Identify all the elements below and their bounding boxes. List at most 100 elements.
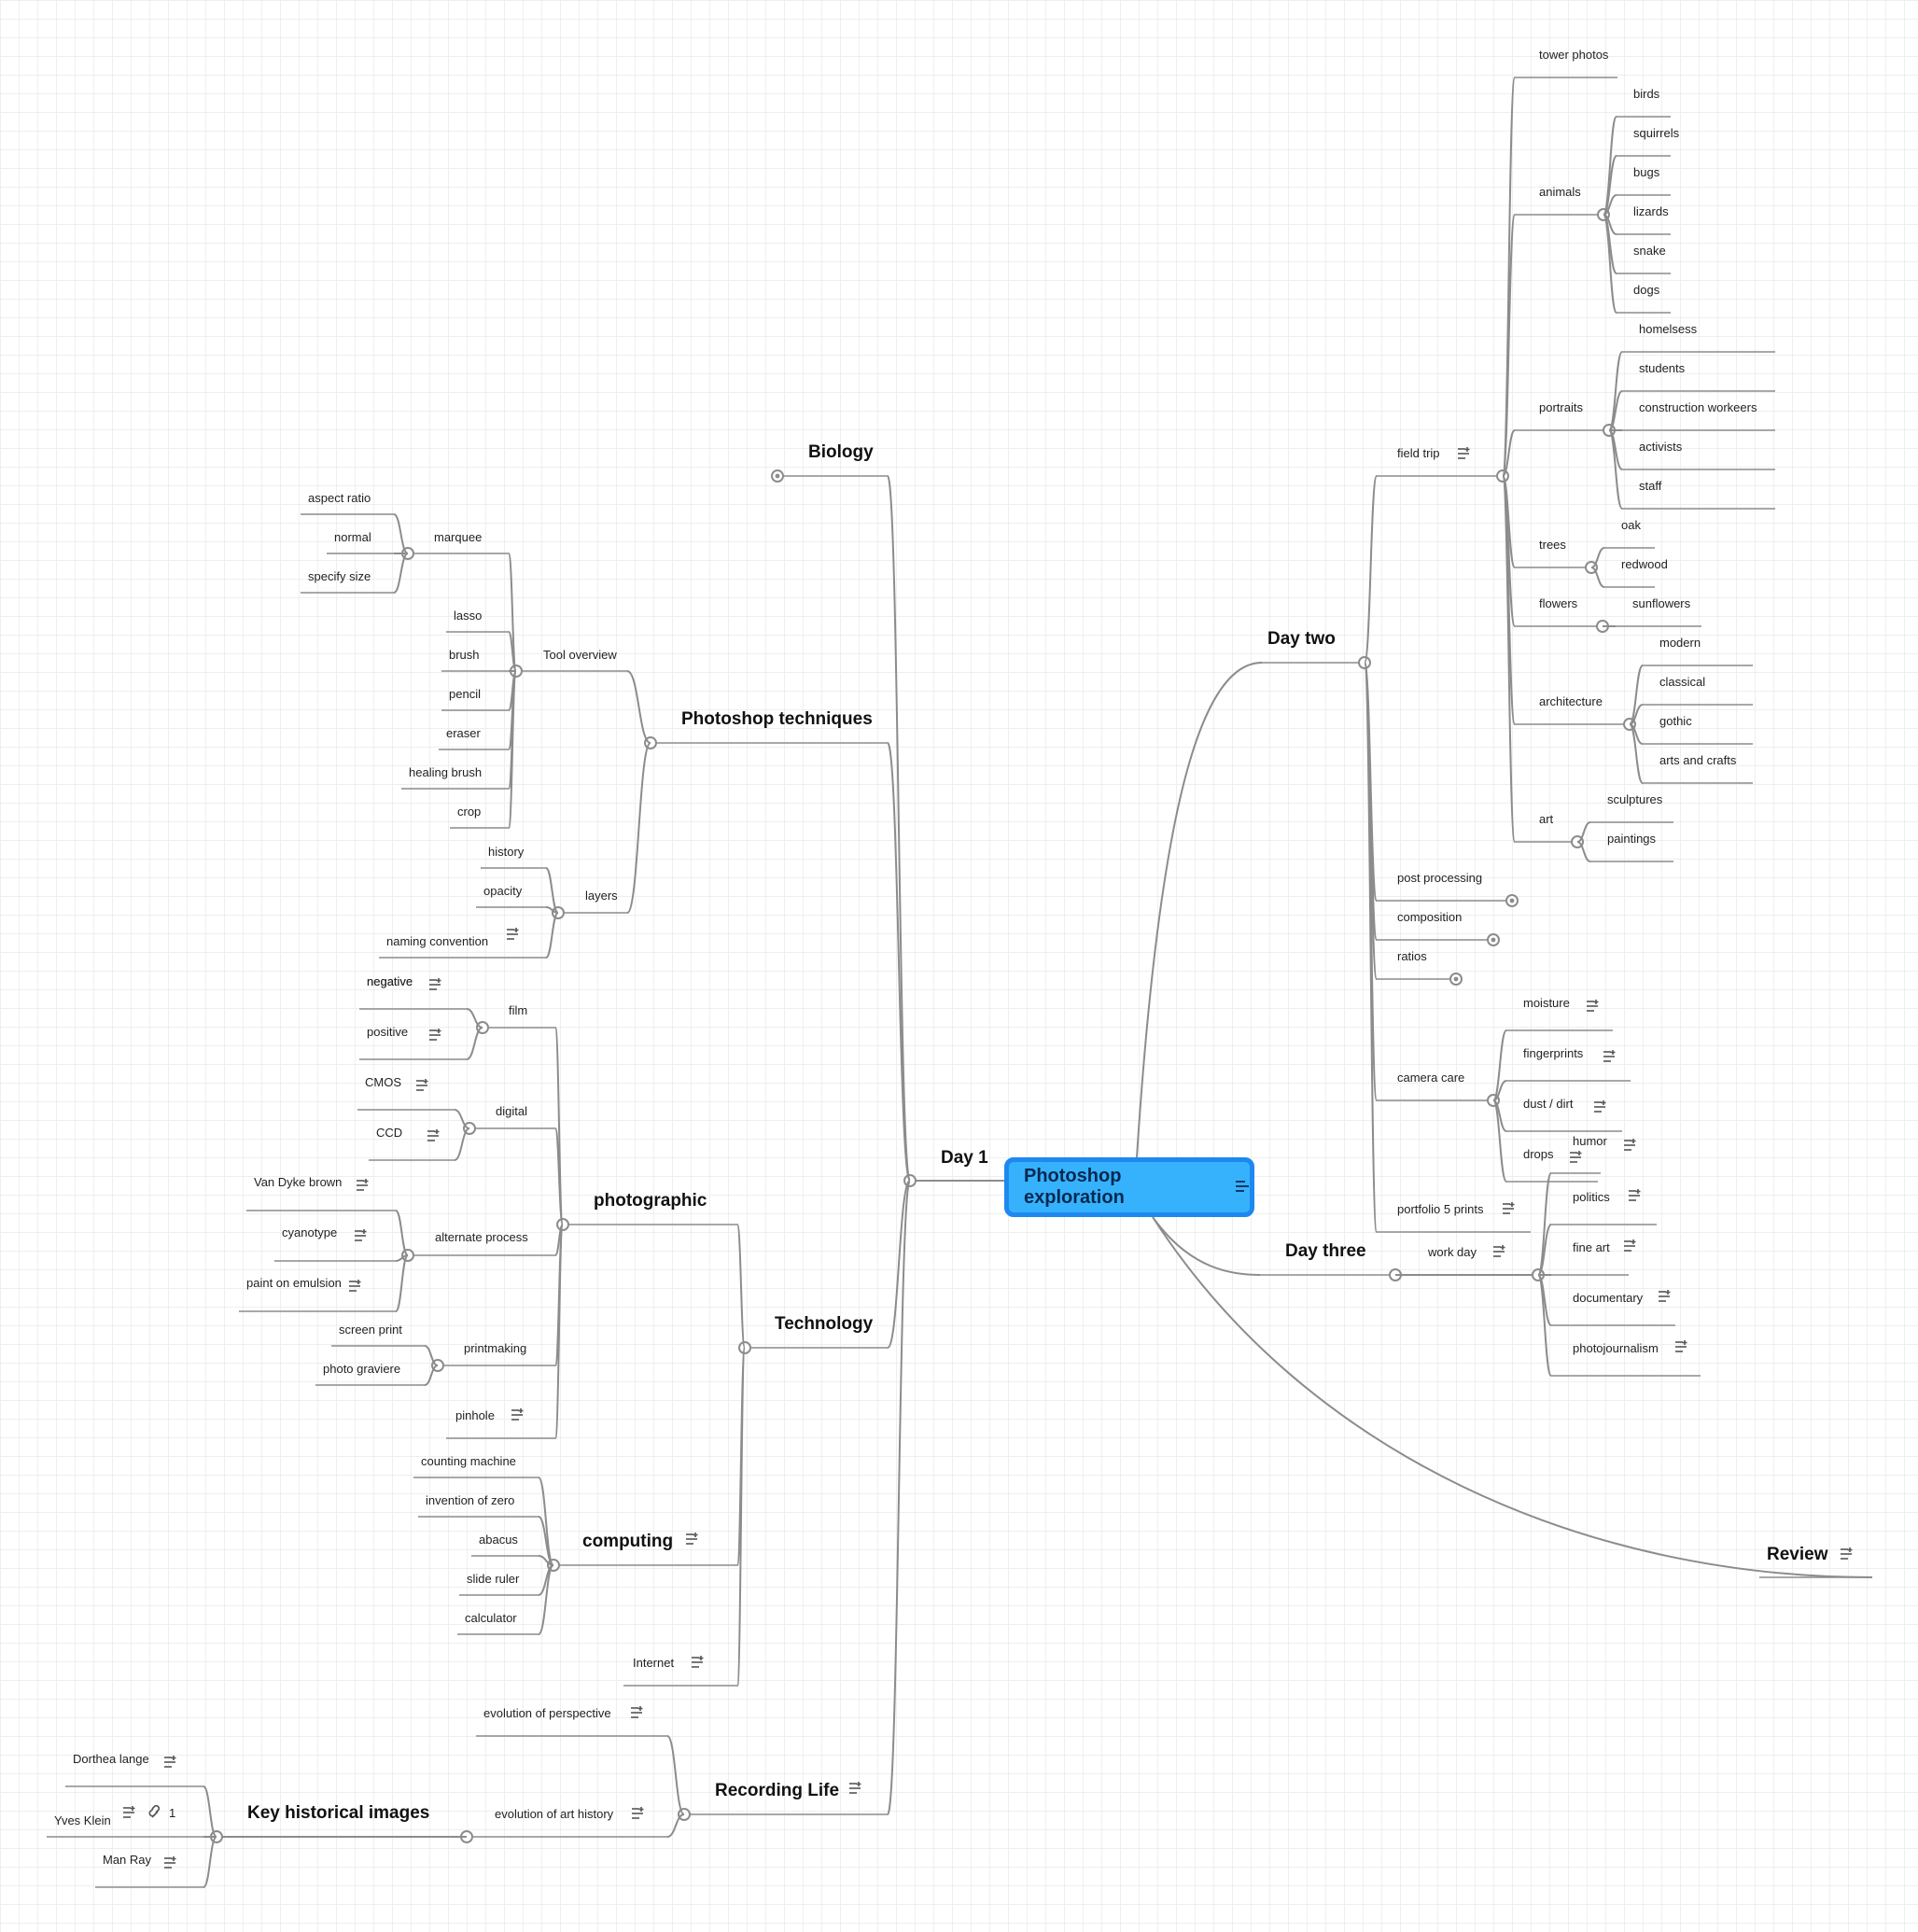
- topic-fingerprints[interactable]: fingerprints: [1523, 1046, 1584, 1060]
- topic-key-historical-images[interactable]: Key historical images: [247, 1803, 429, 1823]
- topic-slide-ruler[interactable]: slide ruler: [467, 1572, 520, 1586]
- topic-activists[interactable]: activists: [1639, 440, 1683, 454]
- note-icon[interactable]: [1503, 1202, 1515, 1214]
- note-icon[interactable]: [355, 1229, 367, 1241]
- note-icon[interactable]: [631, 1706, 643, 1718]
- root-topic[interactable]: Photoshop exploration: [1004, 1157, 1254, 1217]
- topic-architecture[interactable]: architecture: [1539, 694, 1603, 708]
- topic-post-processing[interactable]: post processing: [1397, 871, 1482, 885]
- topic-abacus[interactable]: abacus: [479, 1533, 518, 1547]
- topic-evolution-of-art-history[interactable]: evolution of art history: [495, 1807, 614, 1821]
- topic-art[interactable]: art: [1539, 812, 1554, 826]
- topic-printmaking[interactable]: printmaking: [464, 1341, 526, 1355]
- topic-day-1[interactable]: Day 1: [941, 1148, 988, 1168]
- note-icon[interactable]: [357, 1179, 369, 1191]
- note-icon[interactable]: [1659, 1290, 1671, 1302]
- topic-layers[interactable]: layers: [585, 889, 618, 903]
- topic-oak[interactable]: oak: [1621, 518, 1641, 532]
- topic-day-three[interactable]: Day three: [1285, 1241, 1366, 1261]
- topic-day-two[interactable]: Day two: [1267, 629, 1336, 649]
- topic-pinhole[interactable]: pinhole: [455, 1408, 495, 1422]
- topic-portraits[interactable]: portraits: [1539, 400, 1583, 414]
- topic-redwood[interactable]: redwood: [1621, 557, 1668, 571]
- topic-recording-life[interactable]: Recording Life: [715, 1781, 839, 1800]
- topic-eraser[interactable]: eraser: [446, 726, 482, 740]
- topic-fine-art[interactable]: fine art: [1573, 1240, 1610, 1254]
- note-icon[interactable]: [1675, 1340, 1687, 1352]
- topic-alternate-process[interactable]: alternate process: [435, 1230, 528, 1244]
- topic-negative-text[interactable]: negative: [367, 974, 413, 988]
- topic-dust-dirt[interactable]: dust / dirt: [1523, 1097, 1574, 1111]
- topic-invention-of-zero[interactable]: invention of zero: [426, 1493, 514, 1507]
- topic-man-ray[interactable]: Man Ray: [103, 1853, 152, 1867]
- expand-toggle[interactable]: [1449, 973, 1463, 986]
- topic-counting-machine[interactable]: counting machine: [421, 1454, 516, 1468]
- topic-cyanotype[interactable]: cyanotype: [282, 1225, 337, 1239]
- topic-negative[interactable]: negative: [367, 974, 413, 988]
- topic-cmos[interactable]: CMOS: [365, 1075, 401, 1089]
- expand-toggle[interactable]: [1487, 933, 1500, 946]
- topic-composition[interactable]: composition: [1397, 910, 1462, 924]
- expand-toggle[interactable]: [771, 469, 784, 483]
- note-icon[interactable]: [1587, 1000, 1599, 1012]
- topic-positive[interactable]: positive: [367, 1025, 408, 1039]
- topic-modern[interactable]: modern: [1659, 636, 1701, 650]
- topic-photojournalism[interactable]: photojournalism: [1573, 1341, 1659, 1355]
- topic-field-trip[interactable]: field trip: [1397, 446, 1440, 460]
- note-icon[interactable]: [1624, 1139, 1636, 1151]
- topic-pencil[interactable]: pencil: [449, 687, 481, 701]
- topic-photo-graviere[interactable]: photo graviere: [323, 1362, 400, 1376]
- topic-photographic[interactable]: photographic: [594, 1191, 707, 1211]
- topic-opacity[interactable]: opacity: [483, 884, 523, 898]
- topic-arts-and-crafts[interactable]: arts and crafts: [1659, 753, 1737, 767]
- topic-biology[interactable]: Biology: [808, 442, 874, 462]
- note-icon[interactable]: [692, 1656, 704, 1668]
- topic-portfolio-5-prints[interactable]: portfolio 5 prints: [1397, 1202, 1484, 1216]
- topic-trees[interactable]: trees: [1539, 538, 1566, 552]
- note-icon[interactable]: [1624, 1239, 1636, 1252]
- note-icon[interactable]: [686, 1533, 698, 1545]
- topic-moisture[interactable]: moisture: [1523, 996, 1570, 1010]
- topic-politics[interactable]: politics: [1573, 1190, 1610, 1204]
- topic-ccd[interactable]: CCD: [376, 1126, 402, 1140]
- topic-calculator[interactable]: calculator: [465, 1611, 517, 1625]
- note-icon[interactable]: [632, 1807, 644, 1819]
- topic-classical[interactable]: classical: [1659, 675, 1705, 689]
- note-icon[interactable]: [1629, 1189, 1641, 1201]
- note-icon[interactable]: [416, 1079, 428, 1091]
- topic-marquee[interactable]: marquee: [434, 530, 482, 544]
- note-icon[interactable]: [429, 978, 441, 990]
- topic-aspect-ratio[interactable]: aspect ratio: [308, 491, 371, 505]
- topic-birds[interactable]: birds: [1633, 87, 1660, 101]
- topic-drops[interactable]: drops: [1523, 1147, 1554, 1161]
- note-icon[interactable]: [1570, 1151, 1582, 1163]
- link-icon[interactable]: [148, 1804, 161, 1818]
- topic-ratios[interactable]: ratios: [1397, 949, 1427, 963]
- topic-photoshop-techniques[interactable]: Photoshop techniques: [681, 709, 873, 729]
- topic-evolution-of-perspective[interactable]: evolution of perspective: [483, 1706, 611, 1720]
- topic-tower-photos[interactable]: tower photos: [1539, 48, 1609, 62]
- topic-yves-klein[interactable]: Yves Klein: [54, 1813, 111, 1827]
- topic-screen-print[interactable]: screen print: [339, 1323, 402, 1337]
- note-icon[interactable]: [507, 928, 519, 940]
- topic-humor[interactable]: humor: [1573, 1134, 1608, 1148]
- topic-camera-care[interactable]: camera care: [1397, 1071, 1464, 1085]
- topic-paintings[interactable]: paintings: [1607, 832, 1657, 846]
- topic-brush[interactable]: brush: [449, 648, 480, 662]
- topic-technology[interactable]: Technology: [775, 1314, 874, 1334]
- note-icon[interactable]: [1594, 1100, 1606, 1113]
- link-count[interactable]: 1: [169, 1806, 175, 1820]
- note-icon[interactable]: [427, 1129, 440, 1141]
- note-icon[interactable]: [1841, 1547, 1853, 1560]
- topic-homelsess[interactable]: homelsess: [1639, 322, 1698, 336]
- topic-dogs[interactable]: dogs: [1633, 283, 1660, 297]
- topic-construction-workeers[interactable]: construction workeers: [1639, 400, 1757, 414]
- topic-van-dyke-brown[interactable]: Van Dyke brown: [254, 1175, 342, 1189]
- topic-internet[interactable]: Internet: [633, 1656, 674, 1670]
- topic-film[interactable]: film: [509, 1003, 527, 1017]
- topic-work-day[interactable]: work day: [1427, 1245, 1477, 1259]
- topic-sunflowers[interactable]: sunflowers: [1632, 596, 1691, 610]
- topic-flowers[interactable]: flowers: [1539, 596, 1578, 610]
- topic-naming-convention[interactable]: naming convention: [386, 934, 488, 948]
